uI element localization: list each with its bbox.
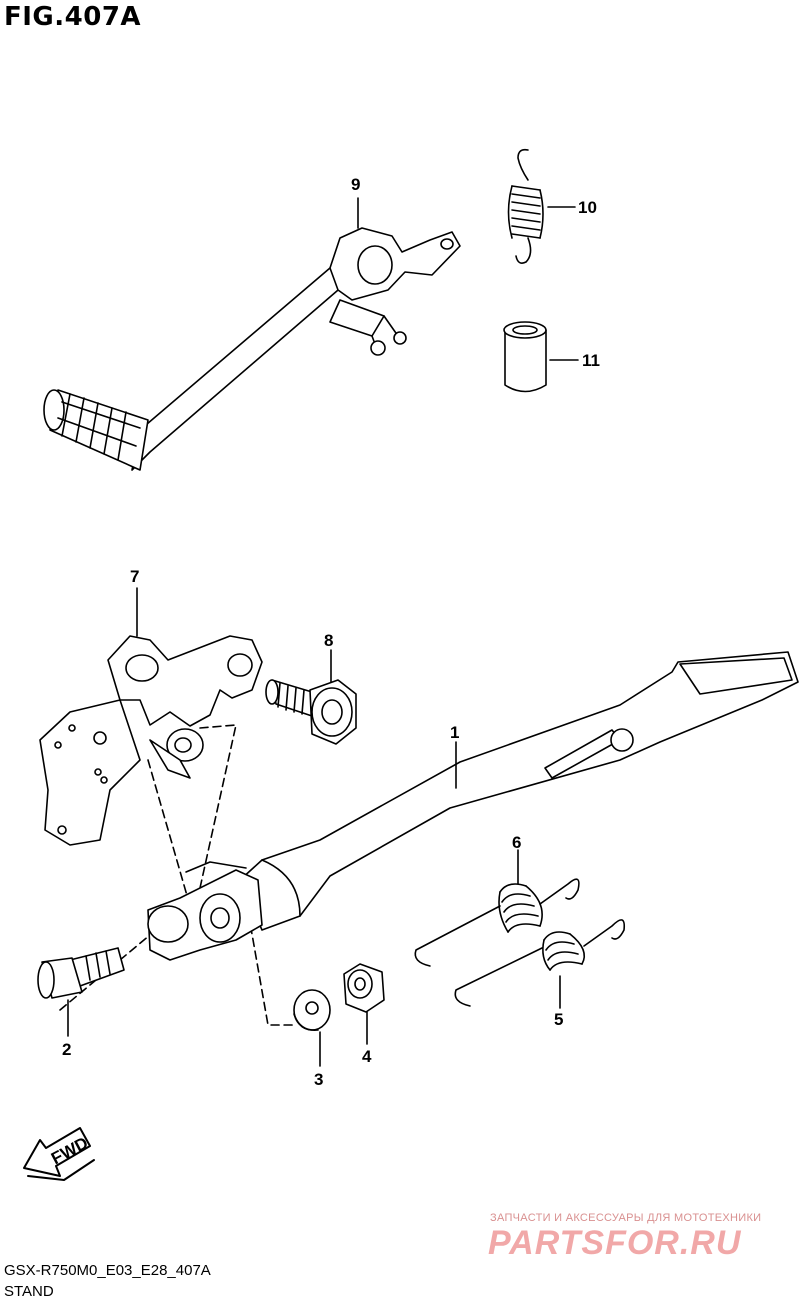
callout-3: 3: [314, 1070, 323, 1089]
part-7-bracket[interactable]: [39, 635, 263, 846]
diagram-name: STAND: [4, 1283, 54, 1300]
part-10-spring[interactable]: [507, 148, 544, 264]
diagram-code: GSX-R750M0_E03_E28_407A: [4, 1262, 211, 1279]
part-9-pedal[interactable]: [43, 227, 461, 471]
part-4-nut[interactable]: [343, 963, 385, 1013]
part-8-bolt[interactable]: [265, 679, 357, 745]
part-6-spring[interactable]: [414, 878, 580, 967]
part-2-bolt[interactable]: [37, 947, 125, 999]
watermark-logo: PARTSFOR.RU: [488, 1224, 742, 1262]
fwd-arrow-icon: FWD: [23, 1127, 95, 1181]
watermark-caption: ЗАПЧАСТИ И АКСЕССУАРЫ ДЛЯ МОТОТЕХНИКИ: [490, 1212, 762, 1224]
callout-2: 2: [62, 1040, 71, 1059]
callout-8: 8: [324, 631, 333, 650]
part-11-collar[interactable]: [503, 321, 547, 393]
figure-title: FIG.407A: [4, 2, 142, 32]
part-1-side-stand[interactable]: [147, 651, 799, 961]
callout-10: 10: [578, 198, 597, 217]
callout-4: 4: [362, 1047, 372, 1066]
callout-6: 6: [512, 833, 521, 852]
callout-9: 9: [351, 175, 360, 194]
callout-7: 7: [130, 567, 139, 586]
callout-11: 11: [582, 351, 600, 370]
part-5-spring[interactable]: [454, 919, 626, 1007]
part-3-washer[interactable]: [293, 989, 331, 1031]
callout-5: 5: [554, 1010, 563, 1029]
callout-1: 1: [450, 723, 459, 742]
